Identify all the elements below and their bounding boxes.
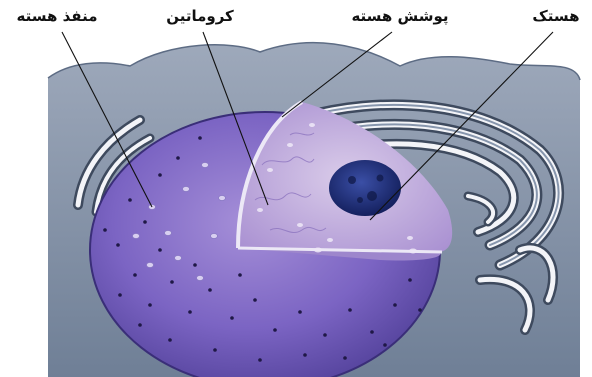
nucleolus [329,160,401,216]
label-nucleolus: هستک [522,4,590,28]
label-nuclear-envelope: پوشش هسته [340,4,460,28]
label-nuclear-pore: منفذ هسته [2,4,112,28]
label-chromatin: کروماتین [140,4,260,28]
